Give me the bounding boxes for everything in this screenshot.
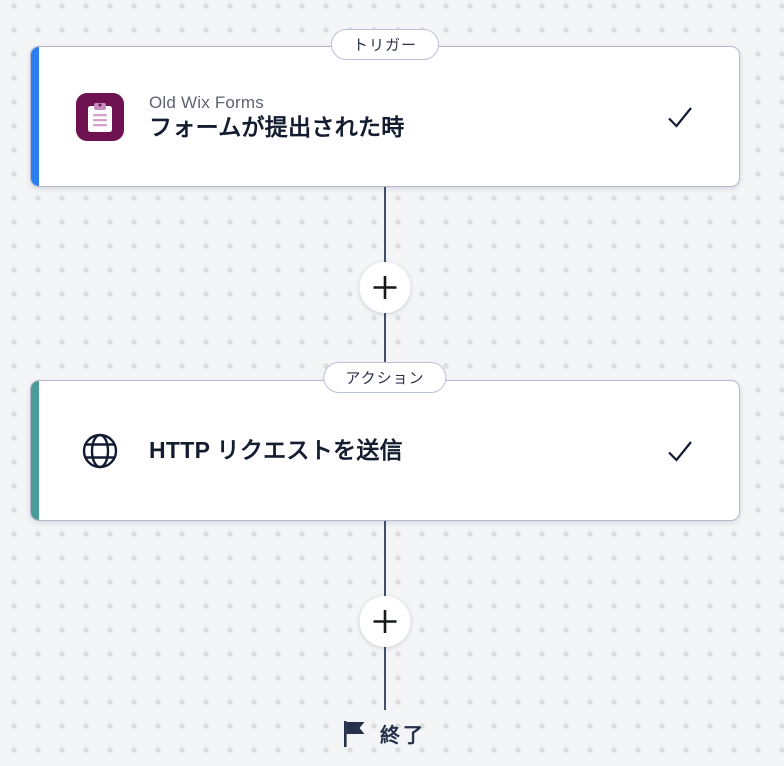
action-card-content: HTTP リクエストを送信 — [31, 427, 739, 475]
add-step-button[interactable] — [359, 596, 411, 647]
action-text-block: HTTP リクエストを送信 — [149, 436, 403, 465]
action-accent-bar — [31, 381, 39, 520]
end-label: 終了 — [380, 725, 426, 747]
action-title: HTTP リクエストを送信 — [149, 437, 403, 463]
action-badge: アクション — [323, 362, 447, 393]
checkmark-icon — [668, 440, 692, 462]
end-marker: 終了 — [344, 719, 426, 748]
trigger-accent-bar — [31, 47, 39, 186]
trigger-card[interactable]: Old Wix Forms フォームが提出された時 — [30, 46, 740, 187]
action-card[interactable]: HTTP リクエストを送信 — [30, 380, 740, 521]
trigger-badge: トリガー — [330, 29, 440, 60]
flag-icon — [344, 720, 365, 747]
action-app-icon — [76, 427, 124, 475]
clipboard-icon — [88, 102, 112, 132]
checkmark-icon — [668, 106, 692, 128]
plus-icon — [373, 276, 397, 299]
trigger-text-block: Old Wix Forms フォームが提出された時 — [149, 92, 405, 142]
plus-icon — [373, 610, 397, 633]
globe-icon — [82, 433, 118, 468]
trigger-app-name: Old Wix Forms — [149, 92, 264, 112]
trigger-card-content: Old Wix Forms フォームが提出された時 — [31, 92, 739, 142]
add-step-button[interactable] — [359, 262, 411, 313]
trigger-title: フォームが提出された時 — [149, 113, 405, 140]
trigger-app-icon — [76, 92, 124, 141]
